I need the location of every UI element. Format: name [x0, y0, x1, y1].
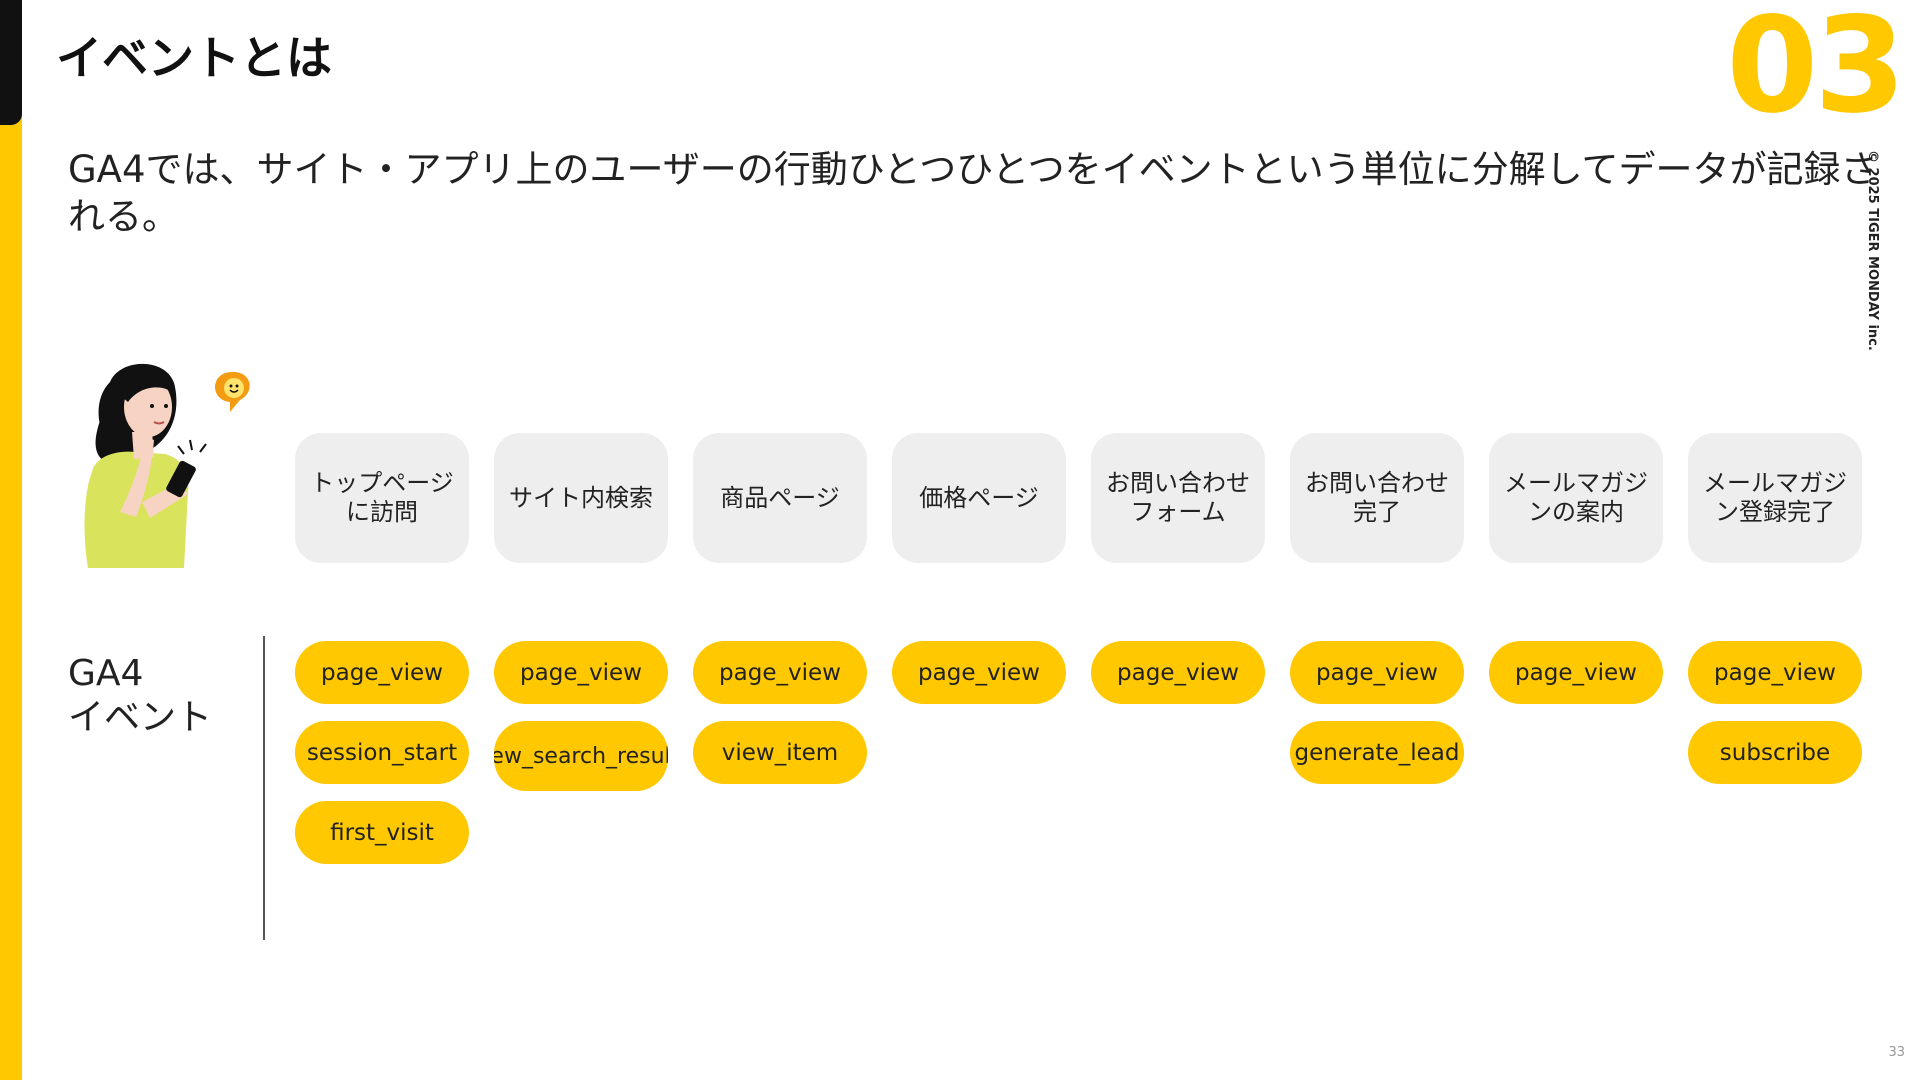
slide-title: イベントとは [56, 31, 332, 85]
left-accent-bar [0, 0, 22, 1080]
step-card: お問い合わせフォーム [1091, 433, 1265, 563]
event-pill: first_visit [295, 801, 469, 864]
event-pill: page_view [1489, 641, 1663, 704]
event-pill: session_start [295, 721, 469, 784]
step-card: サイト内検索 [494, 433, 668, 563]
ga4-label-line1: GA4 [68, 653, 144, 694]
lead-text: GA4では、サイト・アプリ上のユーザーの行動ひとつひとつをイベントという単位に分… [68, 148, 1878, 238]
step-card: お問い合わせ完了 [1290, 433, 1464, 563]
vertical-divider [263, 636, 265, 940]
page-number: 33 [1888, 1045, 1905, 1060]
section-number: 03 [1726, 0, 1906, 143]
step-card: メールマガジン登録完了 [1688, 433, 1862, 563]
ga4-label-line2: イベント [68, 697, 213, 738]
event-pill: view_item [693, 721, 867, 784]
step-card: トップページに訪問 [295, 433, 469, 563]
step-card: 価格ページ [892, 433, 1066, 563]
ga4-event-label: GA4 イベント [68, 652, 212, 740]
event-pill: page_view [1688, 641, 1862, 704]
step-card: 商品ページ [693, 433, 867, 563]
event-pill: page_view [295, 641, 469, 704]
event-pill: subscribe [1688, 721, 1862, 784]
event-pill: view_search_results [494, 721, 668, 791]
woman-with-smartphone-illustration [84, 363, 250, 568]
step-card: メールマガジンの案内 [1489, 433, 1663, 563]
event-pill: page_view [892, 641, 1066, 704]
event-pill: page_view [494, 641, 668, 704]
event-pill: page_view [1290, 641, 1464, 704]
event-pill: page_view [1091, 641, 1265, 704]
event-pill: generate_lead [1290, 721, 1464, 784]
left-accent-bar-top [0, 0, 22, 125]
event-pill: page_view [693, 641, 867, 704]
